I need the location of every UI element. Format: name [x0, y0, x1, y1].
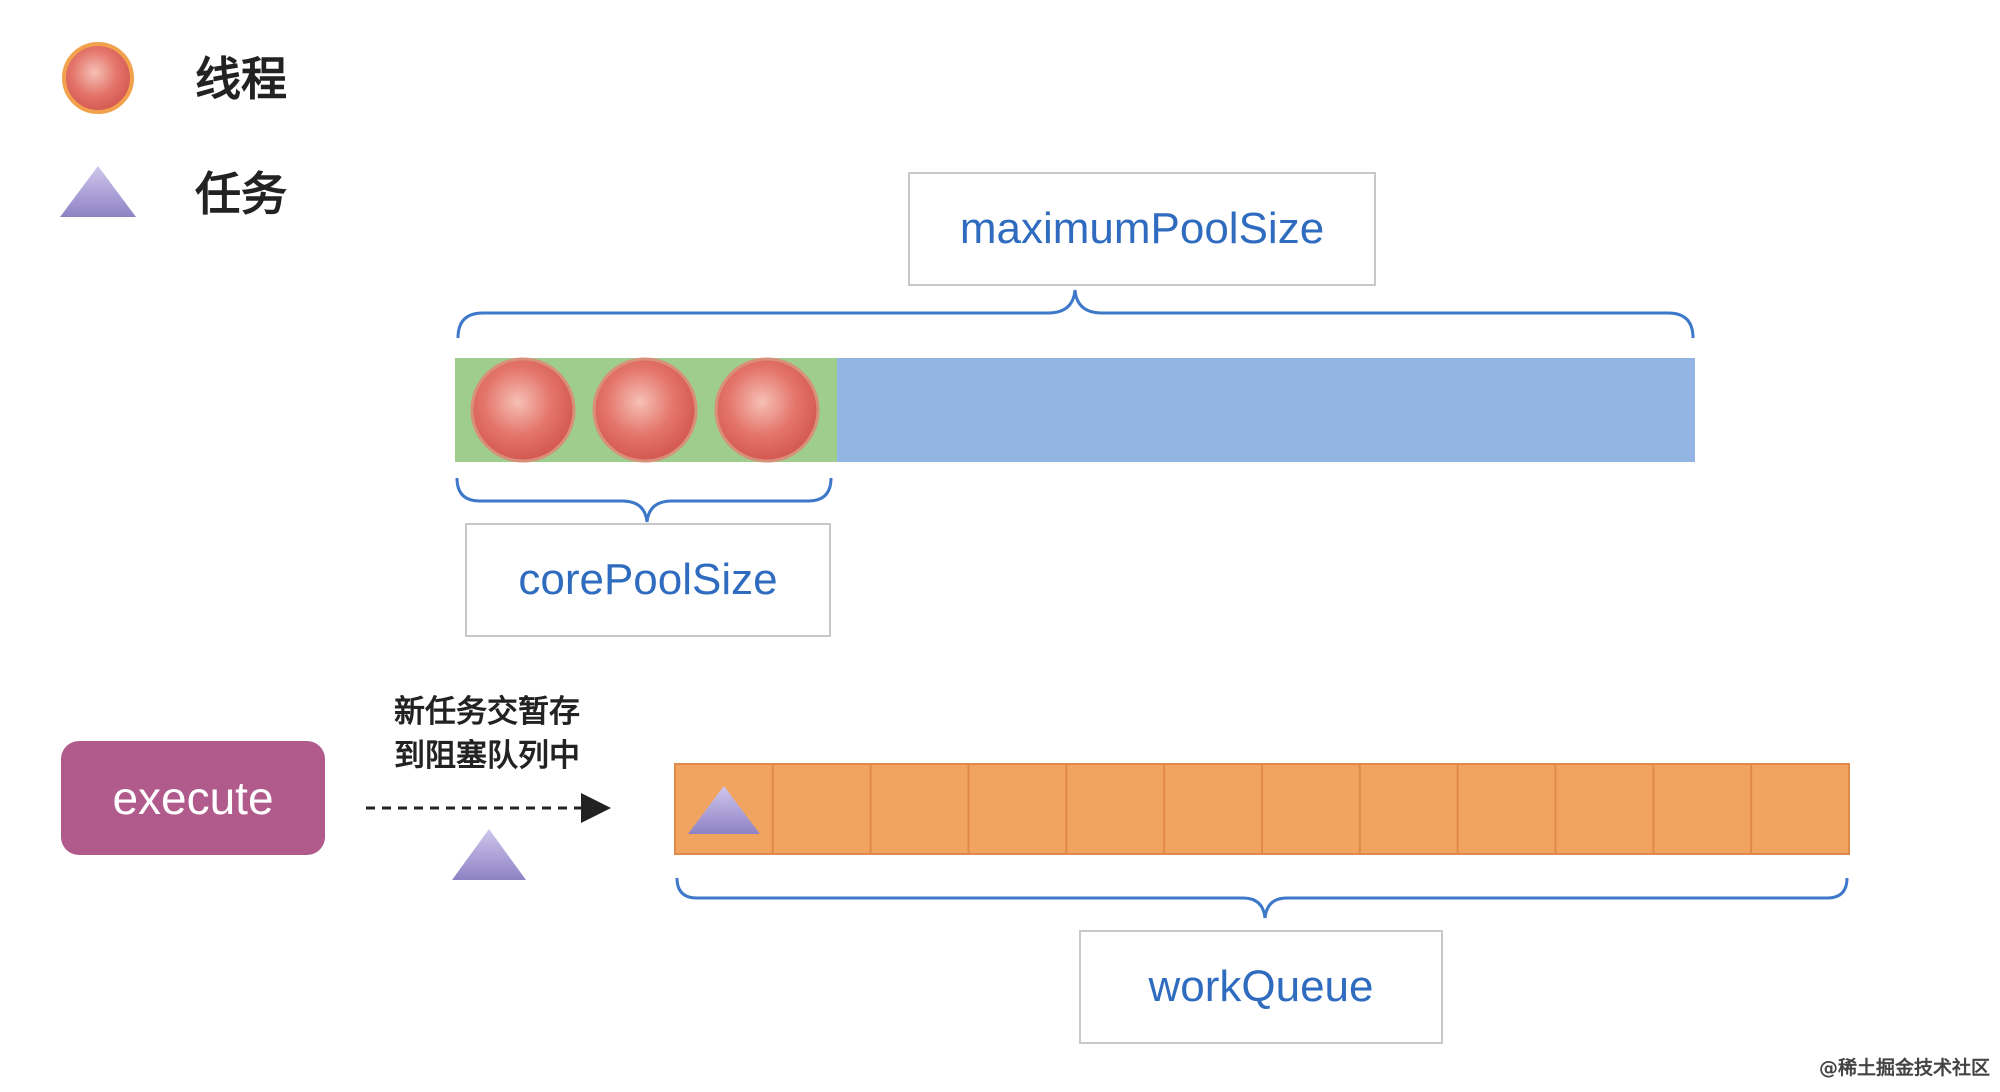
thread-legend-label: 线程 — [195, 52, 287, 106]
core-thread-3 — [714, 357, 820, 463]
queued-task-icon-1 — [687, 786, 760, 834]
core-thread-2 — [592, 357, 698, 463]
work-queue-brace — [675, 877, 1849, 919]
max-pool-brace — [456, 289, 1695, 339]
core-pool-size-label: corePoolSize — [465, 523, 831, 637]
task-legend-label: 任务 — [195, 167, 287, 221]
queue-note-line2: 到阻塞队列中 — [394, 738, 580, 774]
incoming-task-icon — [452, 829, 526, 880]
queue-note-line1: 新任务交暂存 — [394, 694, 580, 730]
core-pool-size-text: corePoolSize — [518, 555, 777, 604]
work-queue-label: workQueue — [1079, 930, 1443, 1044]
queue-note: 新任务交暂存 到阻塞队列中 — [394, 694, 580, 774]
pool-bar — [455, 357, 1695, 463]
core-thread-1 — [470, 357, 576, 463]
task-legend-icon — [60, 166, 136, 217]
watermark: @稀土掘金技术社区 — [1819, 1056, 1990, 1079]
core-pool-brace — [455, 477, 833, 523]
thread-legend-icon — [62, 42, 134, 114]
execute-button-label: execute — [112, 772, 273, 824]
max-pool-size-text: maximumPoolSize — [960, 204, 1324, 253]
work-queue-text: workQueue — [1147, 962, 1373, 1011]
execute-button[interactable]: execute — [61, 741, 325, 855]
legend: 线程 任务 — [60, 42, 287, 221]
work-queue-bar — [674, 763, 1850, 855]
max-pool-size-label: maximumPoolSize — [908, 172, 1376, 286]
